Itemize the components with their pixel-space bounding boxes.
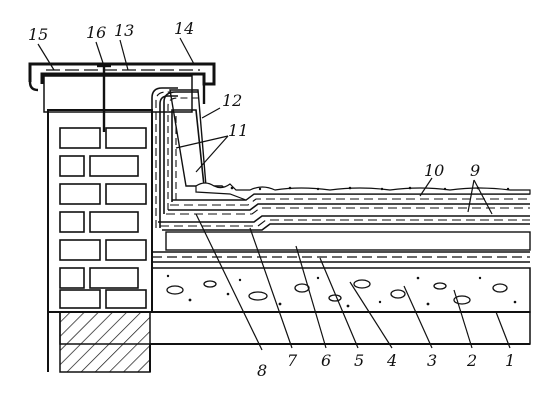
metal-coping <box>28 62 216 104</box>
gravel-topping <box>195 182 531 201</box>
membrane-plies <box>151 87 530 231</box>
callout-7: 7 <box>287 351 298 370</box>
callout-13: 13 <box>114 21 134 40</box>
callout-labels: 1 2 3 4 5 6 7 8 9 10 11 12 13 14 15 16 <box>28 19 515 380</box>
parapet-fillet <box>169 89 207 187</box>
vapour-barrier <box>152 251 530 263</box>
callout-4: 4 <box>386 351 397 370</box>
callout-2: 2 <box>466 351 477 370</box>
callout-15: 15 <box>28 25 48 44</box>
callout-1: 1 <box>505 351 515 370</box>
callout-16: 16 <box>86 23 106 42</box>
leader-lines <box>37 37 511 351</box>
insulation-layer <box>165 231 531 251</box>
callout-14: 14 <box>174 19 194 38</box>
callout-8: 8 <box>257 361 267 380</box>
callout-9: 9 <box>470 161 480 180</box>
screed-layer <box>151 267 531 313</box>
callout-3: 3 <box>427 351 437 370</box>
brick-wall <box>47 109 153 313</box>
callout-11: 11 <box>228 121 248 140</box>
callout-5: 5 <box>354 351 364 370</box>
callout-12: 12 <box>222 91 242 110</box>
callout-6: 6 <box>321 351 331 370</box>
callout-10: 10 <box>424 161 444 180</box>
wooden-blocking <box>43 75 193 113</box>
wall-base <box>47 110 151 373</box>
